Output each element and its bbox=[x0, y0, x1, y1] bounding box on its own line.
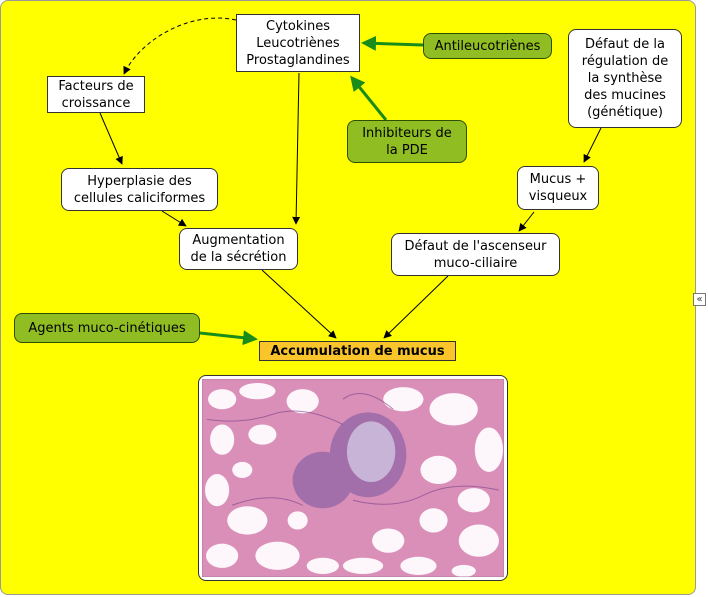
node-agents-muco-cinetiques[interactable]: Agents muco-cinétiques bbox=[14, 313, 200, 343]
node-line: Agents muco-cinétiques bbox=[28, 320, 186, 336]
node-line: Cytokines bbox=[266, 18, 330, 34]
node-line: la PDE bbox=[386, 142, 428, 158]
node-line: Défaut de l'ascenseur bbox=[404, 238, 547, 254]
node-line: Facteurs de bbox=[58, 78, 134, 94]
histology-image-node[interactable] bbox=[198, 375, 508, 581]
node-antileucotrienes[interactable]: Antileucotriènes bbox=[423, 33, 552, 59]
node-line: muco-ciliaire bbox=[433, 255, 518, 271]
node-defaut-regulation[interactable]: Défaut de la régulation de la synthèse des … bbox=[568, 29, 682, 128]
node-augmentation-secretion[interactable]: Augmentation de la sécrétion bbox=[179, 228, 298, 270]
node-line: Prostaglandines bbox=[246, 52, 350, 68]
node-line: Leucotriènes bbox=[256, 35, 340, 51]
histology-lung-micrograph bbox=[202, 379, 504, 577]
node-line: des mucines bbox=[584, 88, 666, 103]
node-line: Défaut de la bbox=[585, 37, 665, 52]
node-line: visqueux bbox=[528, 189, 588, 204]
node-line: Hyperplasie des bbox=[87, 173, 192, 189]
node-line: de la sécrétion bbox=[190, 250, 287, 265]
node-line: Antileucotriènes bbox=[434, 38, 541, 54]
node-line: cellules caliciformes bbox=[73, 190, 206, 206]
node-mucus-visqueux[interactable]: Mucus + visqueux bbox=[517, 166, 599, 210]
node-line: croissance bbox=[61, 95, 131, 111]
node-line: (génétique) bbox=[587, 105, 663, 120]
node-line: Augmentation bbox=[192, 233, 285, 248]
node-line: régulation de bbox=[581, 54, 669, 69]
node-line: Inhibiteurs de bbox=[362, 125, 452, 141]
node-line: la synthèse bbox=[587, 71, 663, 86]
node-line: Mucus + bbox=[529, 172, 587, 187]
node-accumulation-mucus[interactable]: Accumulation de mucus bbox=[259, 341, 456, 361]
node-line: Accumulation de mucus bbox=[270, 343, 445, 359]
collapse-panel-icon[interactable]: « bbox=[693, 293, 706, 306]
